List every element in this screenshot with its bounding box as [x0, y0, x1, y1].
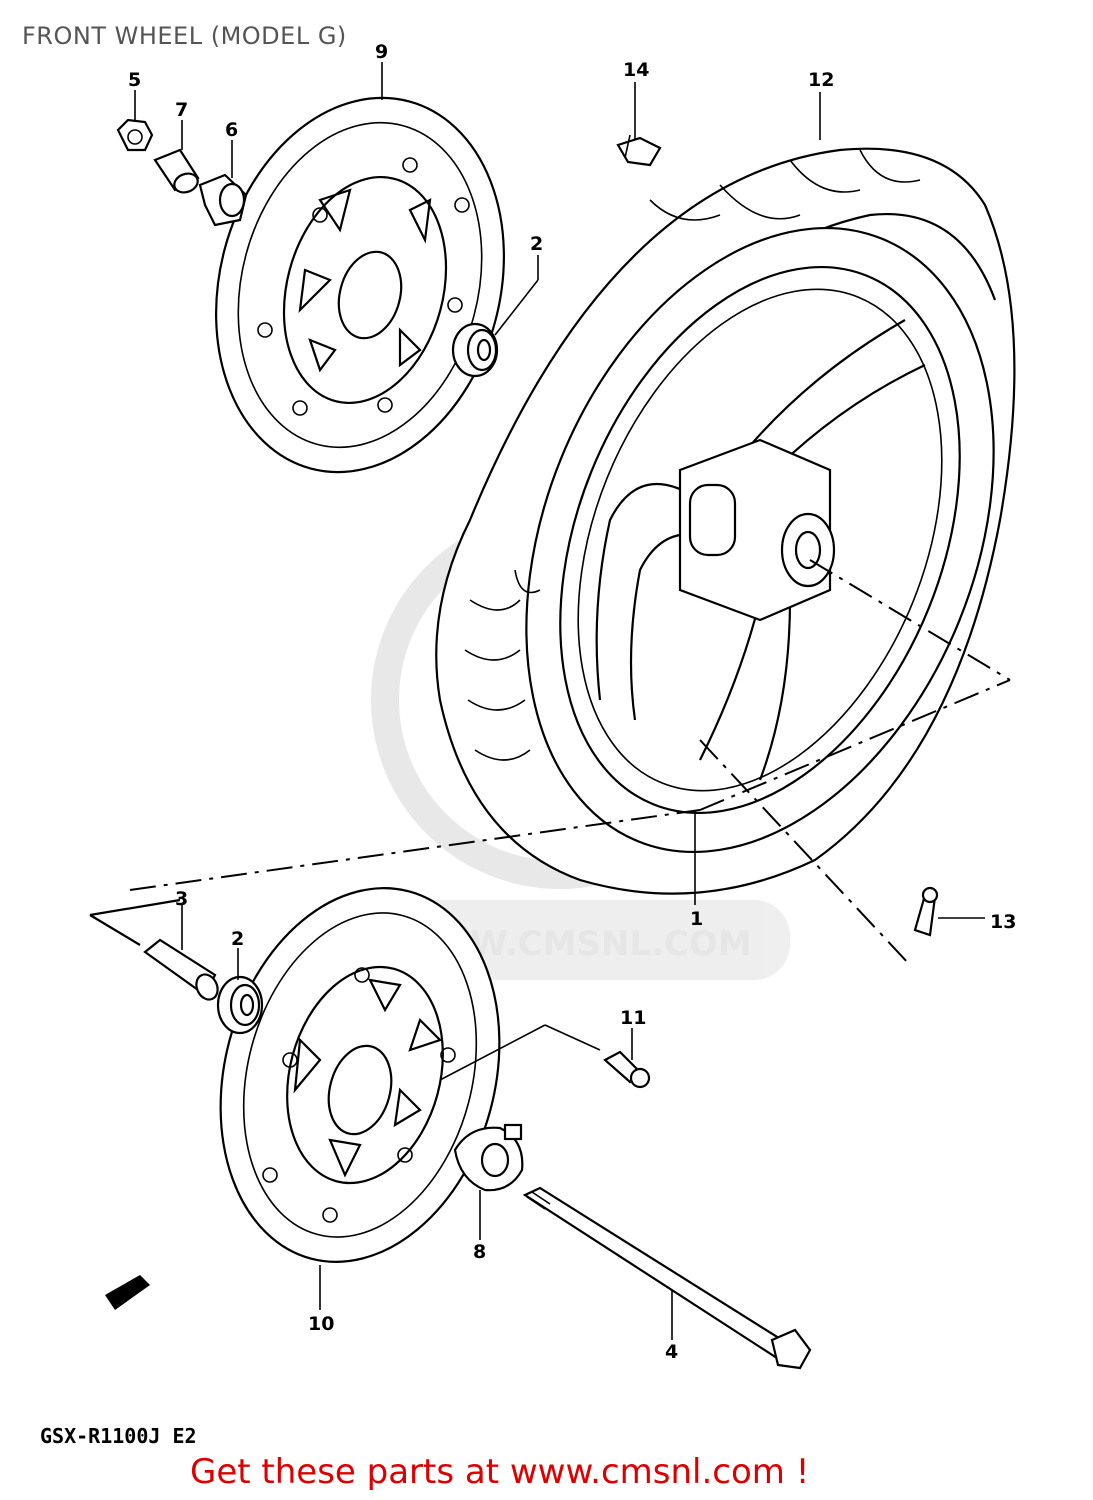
callout-3: 3 [175, 888, 188, 910]
wheel-spacer [143, 938, 219, 1001]
tyre-valve [913, 886, 939, 937]
wheel-hub [678, 438, 836, 622]
callout-9: 9 [375, 41, 388, 63]
callout-14: 14 [623, 59, 649, 81]
brake-disc-upper [215, 96, 505, 474]
assembly-axis-lines [89, 559, 1011, 966]
axle-nut [116, 118, 154, 152]
disc-bolt [603, 1050, 651, 1089]
promo-link[interactable]: Get these parts at www.cmsnl.com ! [190, 1452, 810, 1492]
callout-labels: 1 2 2 3 4 5 6 7 8 9 10 11 12 13 14 [128, 41, 1016, 1363]
callout-12: 12 [808, 69, 834, 91]
callout-2-upper: 2 [530, 233, 543, 255]
callout-10: 10 [308, 1313, 334, 1335]
callout-7: 7 [175, 99, 188, 121]
balance-weight [616, 134, 662, 167]
speedometer-gearbox [453, 1123, 524, 1192]
model-code: GSX-R1100J E2 [40, 1424, 197, 1448]
bearing-lower [216, 975, 264, 1035]
callout-6: 6 [225, 119, 238, 141]
callout-5: 5 [128, 69, 141, 91]
callout-2-lower: 2 [231, 928, 244, 950]
front-direction-arrow-icon [105, 1275, 150, 1310]
page-title: FRONT WHEEL (MODEL G) [22, 22, 347, 50]
callout-leaders [134, 62, 985, 1340]
front-axle [522, 1186, 812, 1370]
callout-4: 4 [665, 1341, 678, 1363]
callout-13: 13 [990, 911, 1016, 933]
callout-11: 11 [620, 1007, 646, 1029]
bearing-upper [451, 322, 499, 378]
wheel-assembly [435, 147, 1016, 895]
brake-disc-lower [219, 887, 501, 1263]
axle-collar [153, 148, 200, 194]
callout-1: 1 [690, 908, 703, 930]
spacer [198, 173, 248, 227]
callout-8: 8 [473, 1241, 486, 1263]
